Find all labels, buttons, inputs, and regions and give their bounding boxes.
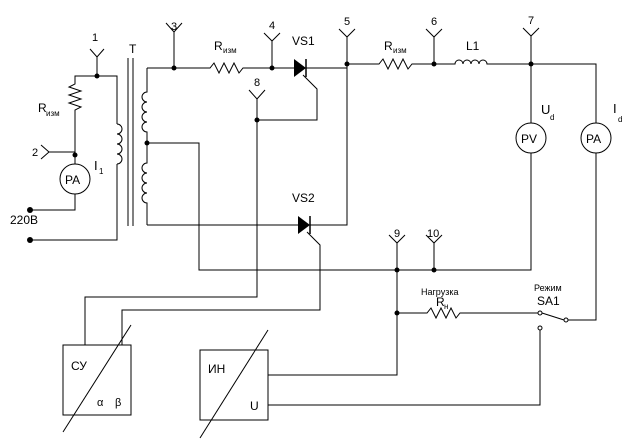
thyristor-vs1 bbox=[294, 59, 306, 77]
switch-contact-a bbox=[537, 310, 543, 316]
primary-left-wire bbox=[74, 75, 97, 80]
label-r-izm-2-sub: изм bbox=[393, 46, 407, 55]
label-pa-d: PA bbox=[586, 132, 601, 146]
switch-to-meter bbox=[268, 330, 541, 406]
terminal-5-line bbox=[310, 28, 356, 226]
label-terminal-2: 2 bbox=[32, 147, 38, 159]
terminal-7-symbol bbox=[522, 27, 540, 64]
label-r-primary-sub: изм bbox=[46, 109, 60, 118]
vs2-gate-wire bbox=[121, 231, 321, 345]
label-pv: PV bbox=[521, 132, 537, 146]
terminal-9-symbol bbox=[388, 234, 406, 270]
terminal-2-symbol bbox=[40, 144, 75, 160]
label-r-izm-2: R bbox=[384, 39, 393, 53]
label-rn: R bbox=[436, 295, 445, 309]
label-vs2: VS2 bbox=[292, 191, 315, 205]
supply-terminal-bottom bbox=[27, 237, 33, 243]
label-control-unit: СУ bbox=[71, 359, 87, 373]
terminal-10-symbol bbox=[425, 234, 443, 270]
label-l1: L1 bbox=[466, 39, 480, 53]
wire-to-pa bbox=[531, 63, 597, 123]
label-ud-sub: d bbox=[550, 113, 554, 122]
label-terminal-7: 7 bbox=[528, 15, 534, 27]
primary-bottom-wire bbox=[30, 164, 118, 241]
label-pa-primary: PA bbox=[65, 173, 80, 187]
terminal-4-symbol bbox=[263, 32, 281, 68]
pv-return-wire bbox=[147, 142, 532, 271]
switch-contact-b bbox=[563, 317, 569, 323]
switch-blade bbox=[541, 312, 565, 321]
measurement-unit bbox=[199, 329, 269, 439]
label-load-title: Нагрузка bbox=[421, 287, 458, 297]
label-supply: 220В bbox=[10, 213, 38, 227]
label-ud: U bbox=[541, 102, 550, 117]
label-transformer: T bbox=[129, 42, 137, 56]
node9-to-meter bbox=[268, 270, 398, 376]
label-terminal-1: 1 bbox=[92, 32, 98, 44]
thyristor-vs2 bbox=[298, 216, 310, 234]
switch-contact-c bbox=[537, 325, 543, 331]
control-unit bbox=[62, 324, 132, 433]
supply-terminal-top bbox=[27, 207, 33, 213]
label-r-primary: R bbox=[38, 101, 47, 115]
inductor-l1 bbox=[434, 59, 531, 65]
label-i1: I bbox=[94, 158, 98, 173]
label-sa1: SA1 bbox=[537, 294, 560, 308]
label-meter-u: U bbox=[250, 399, 259, 413]
load-resistor-rn bbox=[397, 306, 538, 320]
label-alpha: α bbox=[97, 397, 104, 409]
secondary-circuit bbox=[84, 22, 612, 406]
resistor-r-izm-1 bbox=[174, 61, 272, 75]
label-mode: Режим bbox=[534, 283, 562, 293]
label-terminal-5: 5 bbox=[344, 16, 350, 28]
label-i1-sub: 1 bbox=[99, 167, 104, 176]
label-id: I bbox=[613, 101, 617, 116]
resistor-r-izm-2 bbox=[347, 57, 434, 71]
label-terminal-9: 9 bbox=[394, 228, 400, 240]
label-vs1: VS1 bbox=[292, 34, 315, 48]
terminal-3-symbol bbox=[165, 22, 183, 68]
vs1-gate-wire bbox=[256, 74, 318, 121]
terminal-8-symbol bbox=[248, 89, 266, 100]
secondary-coil bbox=[141, 68, 148, 225]
label-id-sub: d bbox=[618, 115, 622, 124]
label-rn-sub: н bbox=[444, 302, 448, 311]
primary-resistor bbox=[67, 80, 83, 155]
gate1-to-control bbox=[84, 120, 258, 345]
label-terminal-3: 3 bbox=[171, 21, 177, 33]
label-terminal-8: 8 bbox=[254, 77, 260, 89]
label-terminal-10: 10 bbox=[427, 228, 439, 240]
terminal-1-symbol bbox=[89, 48, 105, 76]
terminal-6-symbol bbox=[425, 28, 443, 64]
pa-to-switch bbox=[566, 153, 597, 321]
label-meter-unit: ИН bbox=[208, 362, 225, 376]
label-terminal-4: 4 bbox=[269, 20, 275, 32]
label-r-izm-1: R bbox=[214, 39, 223, 53]
primary-top-wire bbox=[97, 75, 118, 124]
label-beta: β bbox=[115, 397, 121, 409]
label-r-izm-1-sub: изм bbox=[223, 46, 237, 55]
transformer-core bbox=[127, 58, 134, 226]
primary-coil bbox=[116, 123, 123, 165]
primary-circuit bbox=[27, 48, 123, 243]
primary-meter-wire bbox=[30, 155, 76, 211]
label-terminal-6: 6 bbox=[431, 16, 437, 28]
